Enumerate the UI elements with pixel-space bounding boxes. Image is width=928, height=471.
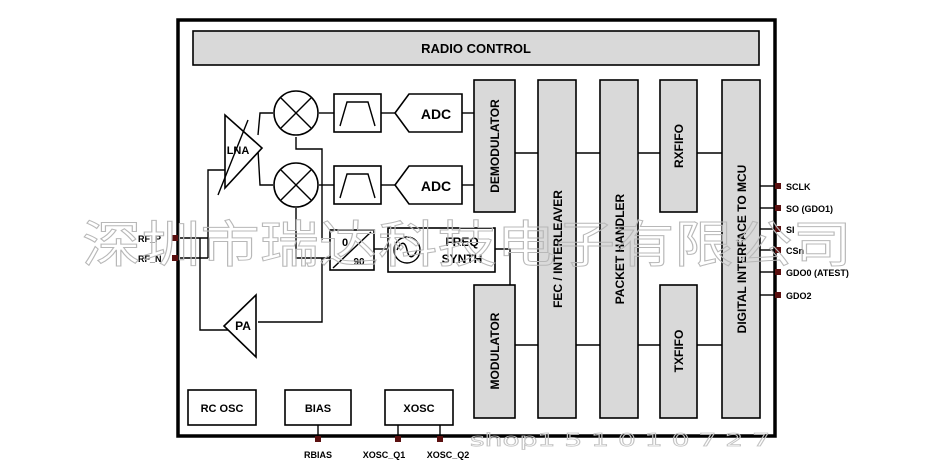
lna-label: LNA [227,145,250,157]
si-label: SI [786,225,795,235]
gdo0-label: GDO0 (ATEST) [786,268,849,278]
wire-lna-mixer-bottom [257,149,273,186]
rxfifo-block [659,79,698,213]
gdo0-pin [775,269,781,275]
packet-handler-label: PACKET HANDLER [613,193,627,304]
xosc-label: XOSC [403,403,434,415]
fec-interleaver-label: FEC / INTERLEAVER [551,190,565,308]
rc-osc-block [187,389,257,426]
rf-n-pin [172,255,178,261]
phase-divider-slash [332,231,372,269]
packet-handler-block [599,79,639,419]
adc-bottom-label: ADC [421,178,451,194]
fec-interleaver-block [537,79,577,419]
demodulator-block [473,79,516,213]
watermark-url: shop1 5 1 0 1 0 7 2 7 [470,430,770,451]
adc-top [394,93,463,133]
rf-p-pin [172,235,178,241]
radio-control-label: RADIO CONTROL [421,41,531,56]
filter-top [333,93,382,133]
csn-pin [775,247,781,253]
sclk-label: SCLK [786,182,811,192]
bias-label: BIAS [305,403,331,415]
adc-bottom [394,165,463,205]
csn-label: CSn [786,246,804,256]
freq-synth-label-line2: SYNTH [442,252,483,266]
wire-lo-bottom [295,208,330,259]
lna-arrow [217,119,249,196]
xosc-q2-pin [437,436,443,442]
mixer-top [273,90,319,136]
pa-label: PA [235,319,251,333]
modulator-block [473,284,516,419]
mixer-bottom [273,162,319,208]
si-pin [775,226,781,232]
rc-osc-label: RC OSC [201,403,244,415]
digital-interface-label: DIGITAL INTERFACE TO MCU [735,165,749,334]
so-pin [775,205,781,211]
modulator-label: MODULATOR [488,312,502,389]
rbias-label: RBIAS [304,450,332,460]
wire-lo-top [295,137,323,240]
phase-divider-bottom-label: 90 [353,257,365,268]
txfifo-label: TXFIFO [672,330,686,373]
demodulator-label: DEMODULATOR [488,99,502,193]
so-label: SO (GDO1) [786,204,833,214]
txfifo-block [659,284,698,419]
gdo2-label: GDO2 [786,291,812,301]
xosc-q1-label: XOSC_Q1 [363,450,406,460]
bias-block [284,389,352,426]
wire-lna-mixer-top [257,112,273,136]
xosc-q2-label: XOSC_Q2 [427,450,470,460]
wire-pa-mod [258,258,323,323]
xosc-block [384,389,454,426]
sine-wave-icon [396,242,418,258]
wire-rf-pa [199,238,240,331]
digital-interface-block [721,79,761,419]
radio-control-block [192,30,760,66]
wire-synth-modulator [495,248,511,285]
rf-n-label: RF_N [138,254,162,264]
freq-synth-label-line1: FREQ [445,235,478,249]
pa-amplifier [222,293,257,359]
phase-divider-top-label: 0 [342,237,348,249]
freq-synth-block [387,227,496,273]
rbias-pin [315,436,321,442]
xosc-q1-pin [395,436,401,442]
gdo2-pin [775,292,781,298]
watermark-text: 深圳市瑞达科技电子有限公司 [82,216,852,274]
oscillator-icon [393,236,421,264]
filter-bottom [333,165,382,205]
adc-top-label: ADC [421,106,451,122]
rxfifo-label: RXFIFO [672,124,686,168]
sclk-pin [775,183,781,189]
rf-p-label: RF_P [138,234,161,244]
wire-rf-lna [207,169,228,258]
